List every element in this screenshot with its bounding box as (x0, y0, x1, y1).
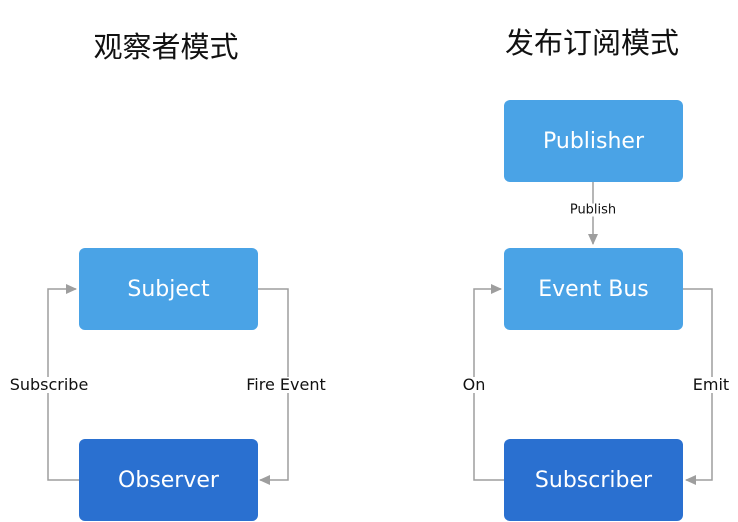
publisher-node: Publisher (504, 100, 683, 182)
subject-label: Subject (127, 276, 210, 302)
observer-node: Observer (79, 439, 258, 521)
publish-label: Publish (567, 202, 619, 218)
observer-pattern-title: 观察者模式 (93, 30, 239, 64)
subject-node: Subject (79, 248, 258, 330)
event-bus-node: Event Bus (504, 248, 683, 330)
observer-label: Observer (118, 467, 219, 493)
emit-label: Emit (690, 375, 732, 394)
on-label: On (460, 375, 488, 394)
subscribe-label: Subscribe (7, 375, 91, 394)
subscriber-label: Subscriber (534, 467, 653, 493)
pubsub-pattern-title: 发布订阅模式 (504, 26, 680, 60)
event-bus-label: Event Bus (538, 276, 649, 302)
fire-event-label: Fire Event (244, 375, 328, 394)
subscriber-node: Subscriber (504, 439, 683, 521)
publisher-label: Publisher (543, 128, 644, 154)
